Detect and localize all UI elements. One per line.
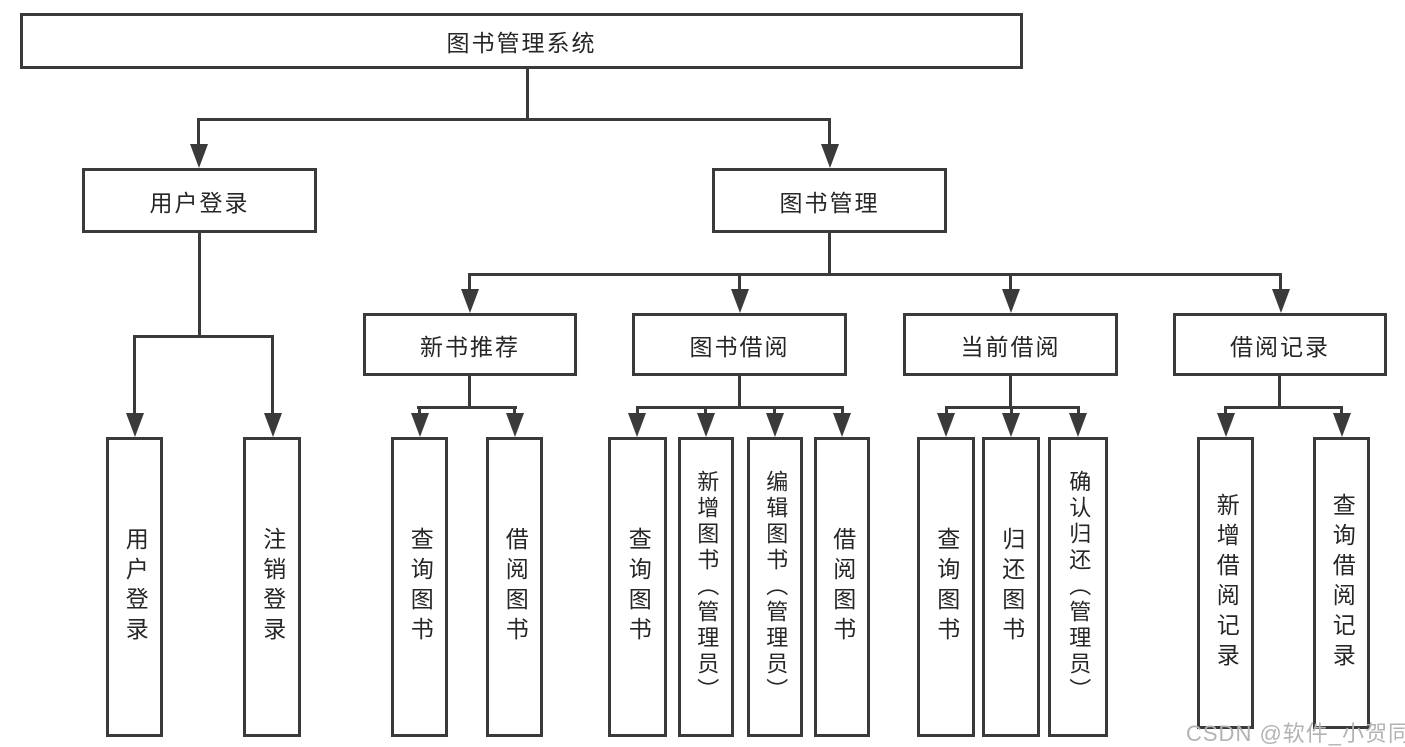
- node-label: 注销登录: [259, 527, 286, 647]
- node-label: 查询图书: [625, 527, 652, 647]
- node-label: 新增图书（管理员）: [694, 470, 720, 704]
- node-label: 用户登录: [122, 527, 149, 647]
- arrow-down-icon: [1002, 289, 1020, 313]
- connector-drop-leaf: [945, 406, 948, 418]
- node-leaf-confirm-return-admin: 确认归还（管理员）: [1048, 437, 1108, 737]
- node-label: 新增借阅记录: [1213, 493, 1240, 673]
- node-label: 查询图书: [407, 527, 434, 647]
- node-label: 新书推荐: [420, 333, 520, 360]
- arrow-down-icon: [1002, 413, 1020, 437]
- node-leaf-logout: 注销登录: [243, 437, 301, 737]
- node-label: 图书管理: [779, 189, 880, 216]
- node-label: 用户登录: [149, 189, 250, 216]
- arrow-down-icon: [1272, 289, 1290, 313]
- arrow-down-icon: [821, 144, 839, 168]
- connector-drop-leaf: [513, 406, 516, 418]
- node-label: 图书借阅: [689, 333, 790, 360]
- node-label: 归还图书: [998, 527, 1025, 647]
- node-book-borrowing: 图书借阅: [632, 313, 847, 376]
- arrow-down-icon: [461, 289, 479, 313]
- connector-level2-branch: [197, 118, 831, 121]
- node-label: 借阅图书: [829, 527, 856, 647]
- connector-stem: [1009, 375, 1012, 409]
- connector-drop-leaf: [841, 406, 844, 418]
- connector-drop-leaf: [418, 406, 421, 418]
- connector-stem: [738, 375, 741, 409]
- arrow-down-icon: [766, 413, 784, 437]
- node-leaf-add-borrow-record: 新增借阅记录: [1197, 437, 1254, 729]
- connector-book-management-stem: [828, 233, 831, 276]
- connector-drop-leaf: [1340, 406, 1343, 418]
- node-leaf-add-book-admin: 新增图书（管理员）: [678, 437, 734, 737]
- node-label: 借阅图书: [502, 527, 529, 647]
- node-leaf-borrow-books-borrowing: 借阅图书: [814, 437, 870, 737]
- node-leaf-edit-book-admin: 编辑图书（管理员）: [747, 437, 803, 737]
- connector-drop-current-borrowing: [1009, 273, 1012, 297]
- arrow-down-icon: [937, 413, 955, 437]
- connector-drop-leaf: [271, 335, 274, 417]
- connector-drop-new-book: [468, 273, 471, 297]
- node-leaf-user-login: 用户登录: [106, 437, 163, 737]
- node-user-login: 用户登录: [82, 168, 317, 233]
- node-book-management: 图书管理: [712, 168, 947, 233]
- node-new-book-recommendation: 新书推荐: [363, 313, 577, 376]
- node-leaf-query-books-current: 查询图书: [917, 437, 975, 737]
- connector-drop-leaf: [773, 406, 776, 418]
- arrow-down-icon: [697, 413, 715, 437]
- node-label: 查询借阅记录: [1329, 493, 1356, 673]
- arrow-down-icon: [411, 413, 429, 437]
- connector-drop-leaf: [636, 406, 639, 418]
- connector-drop-book-management: [828, 118, 831, 150]
- arrow-down-icon: [1217, 413, 1235, 437]
- connector-drop-leaf: [1224, 406, 1227, 418]
- connector-drop-leaf: [1010, 406, 1013, 418]
- node-label: 确认归还（管理员）: [1066, 470, 1092, 704]
- arrow-down-icon: [126, 413, 144, 437]
- node-label: 借阅记录: [1230, 333, 1330, 360]
- arrow-down-icon: [1069, 413, 1087, 437]
- arrow-down-icon: [731, 289, 749, 313]
- connector-branch: [636, 406, 844, 409]
- connector-stem: [468, 375, 471, 409]
- node-label: 查询图书: [933, 527, 960, 647]
- arrow-down-icon: [264, 413, 282, 437]
- node-leaf-query-books-recommend: 查询图书: [391, 437, 448, 737]
- arrow-down-icon: [506, 413, 524, 437]
- node-label: 编辑图书（管理员）: [763, 470, 789, 704]
- connector-drop-leaf: [133, 335, 136, 417]
- connector-drop-leaf: [1077, 406, 1080, 418]
- node-borrowing-records: 借阅记录: [1173, 313, 1387, 376]
- node-leaf-query-borrow-record: 查询借阅记录: [1313, 437, 1370, 729]
- arrow-down-icon: [833, 413, 851, 437]
- connector-drop-user-login: [197, 118, 200, 150]
- node-leaf-query-books-borrowing: 查询图书: [608, 437, 667, 737]
- node-leaf-borrow-books-recommend: 借阅图书: [486, 437, 543, 737]
- connector-stem: [1278, 375, 1281, 409]
- connector-root-stem: [526, 69, 529, 121]
- node-current-borrowing: 当前借阅: [903, 313, 1118, 376]
- node-label: 当前借阅: [960, 333, 1061, 360]
- connector-branch: [417, 406, 517, 409]
- arrow-down-icon: [1333, 413, 1351, 437]
- node-label: 图书管理系统: [446, 30, 597, 56]
- connector-user-login-stem: [198, 233, 201, 337]
- arrow-down-icon: [190, 144, 208, 168]
- connector-user-login-branch: [133, 335, 274, 338]
- connector-drop-book-borrowing: [738, 273, 741, 297]
- arrow-down-icon: [628, 413, 646, 437]
- connector-drop-borrowing-records: [1279, 273, 1282, 297]
- csdn-watermark: CSDN @软件_小贺同学: [1186, 721, 1405, 746]
- node-leaf-return-books: 归还图书: [982, 437, 1040, 737]
- connector-level3-branch: [468, 273, 1282, 276]
- connector-drop-leaf: [704, 406, 707, 418]
- node-library-management-system: 图书管理系统: [20, 13, 1023, 69]
- connector-branch: [1224, 406, 1343, 409]
